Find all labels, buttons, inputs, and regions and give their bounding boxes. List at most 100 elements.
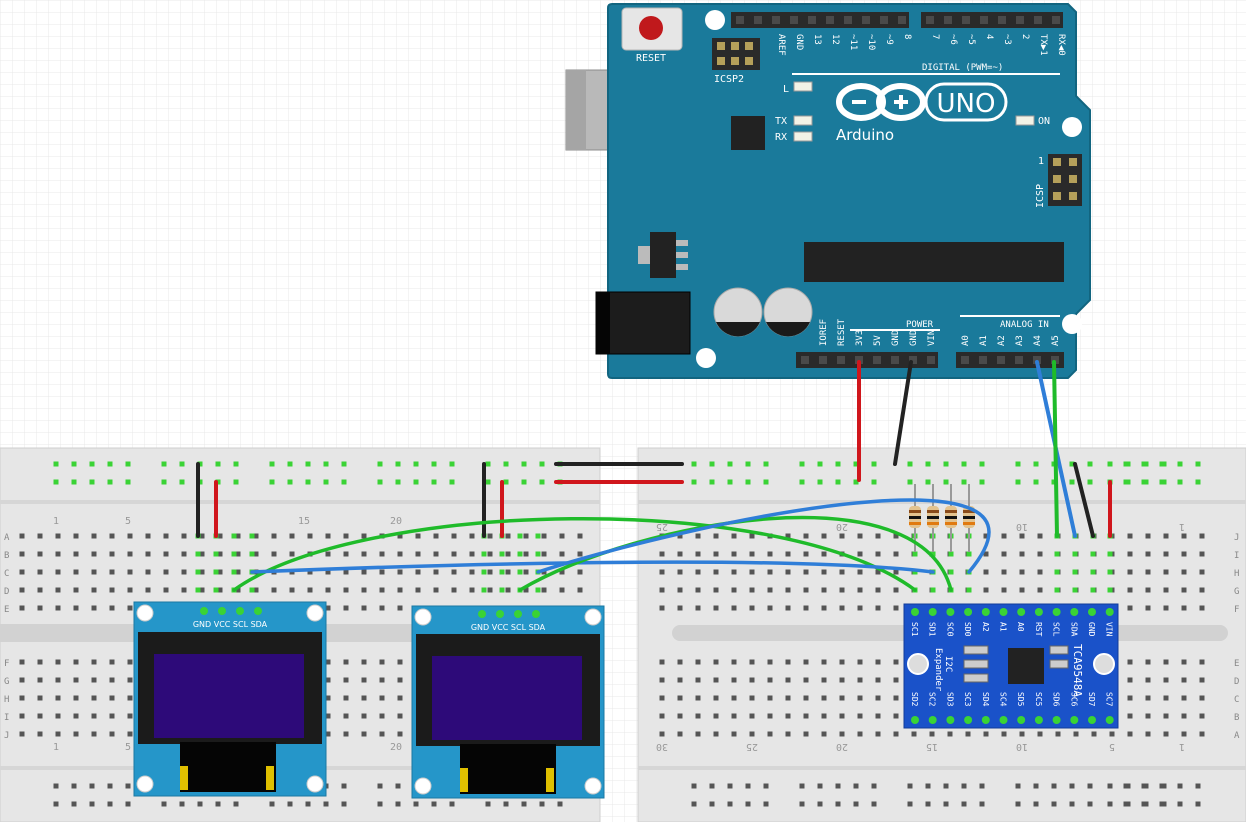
breadboard-hole xyxy=(1051,801,1057,807)
breadboard-hole xyxy=(397,713,403,719)
breadboard-hole xyxy=(961,801,967,807)
breadboard-hole xyxy=(1001,587,1007,593)
row-letter: D xyxy=(1234,677,1239,687)
breadboard-hole xyxy=(499,587,505,593)
breadboard-hole xyxy=(912,569,918,575)
breadboard-hole xyxy=(535,587,541,593)
power-pin-label: GND xyxy=(891,330,901,346)
breadboard-hole xyxy=(521,801,527,807)
breadboard-hole xyxy=(289,587,295,593)
breadboard-hole xyxy=(695,551,701,557)
breadboard-hole xyxy=(449,479,455,485)
breadboard-hole xyxy=(803,713,809,719)
tca-pad xyxy=(1070,716,1079,724)
breadboard-hole xyxy=(1181,587,1187,593)
breadboard-hole xyxy=(839,731,845,737)
breadboard-hole xyxy=(1090,551,1096,557)
breadboard-hole xyxy=(161,479,167,485)
capacitor xyxy=(713,287,763,337)
breadboard-hole xyxy=(893,533,899,539)
breadboard-hole xyxy=(1019,533,1025,539)
breadboard-hole xyxy=(1087,801,1093,807)
breadboard-hole xyxy=(1107,587,1113,593)
breadboard-hole xyxy=(1145,695,1151,701)
breadboard-hole xyxy=(231,551,237,557)
breadboard-hole xyxy=(55,731,61,737)
breadboard-hole xyxy=(835,479,841,485)
reset-button[interactable] xyxy=(621,7,683,51)
icsp-label: ICSP xyxy=(1035,184,1046,208)
breadboard-hole xyxy=(713,659,719,665)
tca-pad xyxy=(1034,716,1043,724)
breadboard-hole xyxy=(785,677,791,683)
voltage-regulator xyxy=(638,232,688,278)
breadboard-hole xyxy=(377,461,383,467)
breadboard-hole xyxy=(127,605,133,611)
tca-pin-label: SDA xyxy=(1069,622,1078,637)
breadboard-hole xyxy=(961,783,967,789)
breadboard-hole xyxy=(1163,569,1169,575)
tca-pad xyxy=(911,608,919,616)
breadboard-hole xyxy=(943,801,949,807)
breadboard-hole xyxy=(1143,801,1149,807)
breadboard-hole xyxy=(343,695,349,701)
column-number: 5 xyxy=(1109,741,1115,752)
breadboard-hole xyxy=(125,801,131,807)
power-pin-label: IOREF xyxy=(819,319,829,346)
breadboard-hole xyxy=(235,551,241,557)
header-socket xyxy=(772,16,780,24)
digital-pin-label: AREF xyxy=(776,34,786,56)
breadboard-hole xyxy=(377,479,383,485)
header-socket xyxy=(891,356,899,364)
breadboard-hole xyxy=(713,713,719,719)
breadboard-hole xyxy=(803,659,809,665)
breadboard-hole xyxy=(677,605,683,611)
wire-blue-oled1-sda xyxy=(250,560,935,574)
led-tx xyxy=(793,115,813,126)
tca-pin-label: SC6 xyxy=(1069,692,1078,707)
breadboard-hole xyxy=(1069,783,1075,789)
breadboard-hole xyxy=(713,731,719,737)
breadboard-hole xyxy=(1163,731,1169,737)
breadboard-hole xyxy=(1037,569,1043,575)
header-socket xyxy=(997,356,1005,364)
breadboard-hole xyxy=(181,587,187,593)
breadboard-hole xyxy=(731,569,737,575)
breadboard-hole xyxy=(73,695,79,701)
breadboard-hole xyxy=(1001,731,1007,737)
breadboard-hole xyxy=(55,713,61,719)
breadboard-hole xyxy=(695,659,701,665)
breadboard-hole xyxy=(1069,801,1075,807)
column-number: 25 xyxy=(656,521,668,532)
header-socket xyxy=(1051,356,1059,364)
breadboard-hole xyxy=(233,461,239,467)
breadboard-hole xyxy=(1163,677,1169,683)
breadboard-hole xyxy=(1107,461,1113,467)
column-number: 15 xyxy=(298,516,310,527)
breadboard-hole xyxy=(541,587,547,593)
reset-label: RESET xyxy=(636,53,666,64)
breadboard-hole xyxy=(523,533,529,539)
breadboard-hole xyxy=(287,801,293,807)
breadboard-hole xyxy=(839,695,845,701)
breadboard-hole xyxy=(907,461,913,467)
column-number: 15 xyxy=(926,741,938,752)
breadboard-hole xyxy=(379,677,385,683)
tca-pad xyxy=(1052,608,1061,616)
analog-pin-label: A1 xyxy=(979,335,989,346)
header-socket xyxy=(898,16,906,24)
breadboard-hole xyxy=(19,677,25,683)
tca-pad xyxy=(928,716,937,724)
breadboard-hole xyxy=(109,731,115,737)
breadboard-hole xyxy=(53,479,59,485)
breadboard-hole xyxy=(713,605,719,611)
tca-pin-label: SC2 xyxy=(928,692,937,707)
breadboard-hole xyxy=(966,551,972,557)
breadboard-hole xyxy=(1199,677,1205,683)
breadboard-hole xyxy=(1015,479,1021,485)
breadboard-hole xyxy=(397,533,403,539)
header-socket xyxy=(808,16,816,24)
breadboard-hole xyxy=(763,461,769,467)
breadboard-hole xyxy=(1199,713,1205,719)
breadboard-hole xyxy=(217,569,223,575)
